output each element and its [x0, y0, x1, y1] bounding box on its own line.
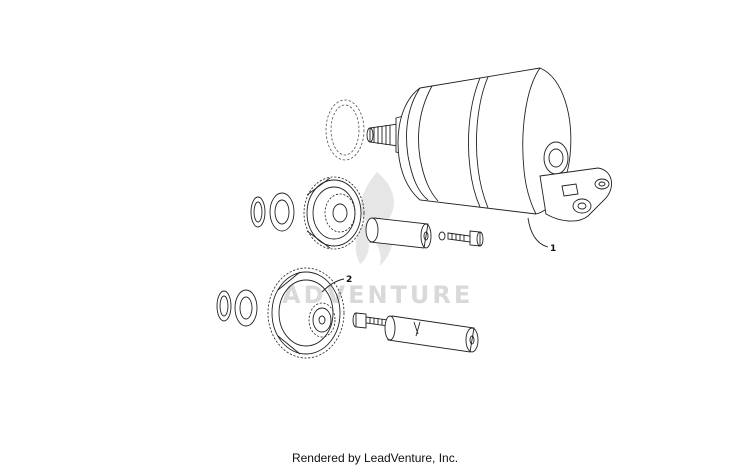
- lower-shaft: [384, 315, 479, 353]
- lower-washers: [216, 289, 258, 327]
- leadventure-watermark: ADVENTURE: [282, 172, 473, 309]
- upper-bolt: [438, 230, 484, 247]
- callout-1-leader: [527, 217, 549, 248]
- starter-motor: [366, 67, 613, 222]
- upper-washers: [250, 192, 295, 232]
- callout-2-label: 2: [346, 275, 352, 285]
- upper-idler-gear: [303, 176, 365, 250]
- lower-reduction-gear: [267, 267, 345, 359]
- upper-shaft: [365, 217, 432, 249]
- watermark-text: ADVENTURE: [282, 281, 473, 309]
- callout-1-label: 1: [550, 244, 556, 254]
- lower-bolt: [352, 312, 389, 329]
- callout-2-leader: [321, 278, 345, 293]
- gasket-ring: [325, 99, 365, 161]
- footer-credit: Rendered by LeadVenture, Inc.: [291, 451, 459, 465]
